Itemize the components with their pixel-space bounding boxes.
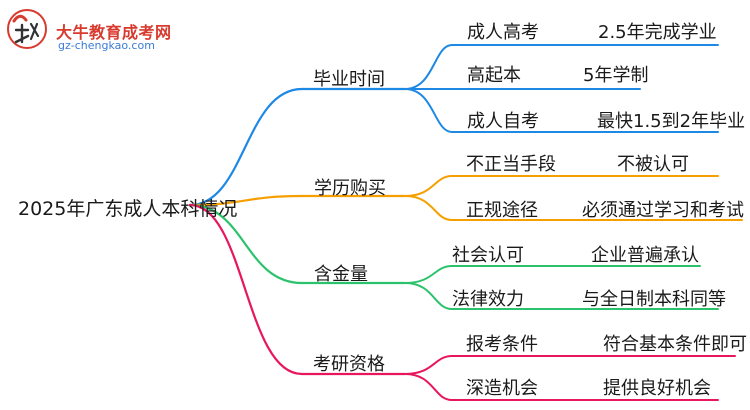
root-to-branch-connector [188, 194, 304, 207]
root-topic: 2025年广东成人本科情况 [18, 198, 238, 220]
leaf-label: 高起本 [467, 65, 521, 86]
leaf-detail: 必须通过学习和考试 [582, 200, 744, 221]
leaf-connector [404, 195, 743, 221]
leaf-label: 社会认可 [452, 245, 524, 266]
leaf-label: 深造机会 [466, 378, 538, 399]
site-logo[interactable]: 大牛教育成考网 gz-chengkao.com [4, 6, 171, 54]
leaf-label: 不正当手段 [466, 154, 556, 175]
leaf-label: 成人自考 [467, 111, 539, 132]
leaf-connector [404, 44, 719, 90]
branch-value: 含金量 [314, 264, 368, 285]
leaf-detail: 2.5年完成学业 [598, 22, 717, 43]
leaf-connector [404, 282, 719, 310]
leaf-connector [404, 88, 719, 133]
leaf-detail: 与全日制本科同等 [582, 289, 726, 310]
leaf-label: 法律效力 [452, 289, 524, 310]
leaf-connector [404, 265, 701, 284]
branch-diploma-purchase: 学历购买 [314, 178, 386, 199]
leaf-detail: 5年学制 [583, 65, 649, 86]
root-to-branch-connector [188, 203, 304, 376]
leaf-detail: 最快1.5到2年毕业 [597, 111, 746, 132]
leaf-detail: 不被认可 [617, 154, 689, 175]
leaf-detail: 企业普遍承认 [591, 245, 699, 266]
logo-url[interactable]: gz-chengkao.com [58, 39, 155, 52]
logo-title: 大牛教育成考网 [56, 23, 172, 42]
branch-graduation-time: 毕业时间 [313, 69, 385, 90]
leaf-connector [404, 373, 719, 401]
leaf-connector [404, 175, 719, 197]
leaf-label: 成人高考 [467, 22, 539, 43]
leaf-label: 报考条件 [466, 334, 538, 355]
leaf-detail: 提供良好机会 [603, 378, 711, 399]
root-to-branch-connector [188, 203, 304, 285]
leaf-connector [404, 355, 736, 375]
leaf-label: 正规途径 [466, 200, 538, 221]
leaf-detail: 符合基本条件即可 [603, 334, 747, 355]
root-to-branch-connector [188, 87, 304, 207]
ox-mascot-icon [7, 9, 47, 49]
branch-postgrad-eligibility: 考研资格 [313, 354, 385, 375]
